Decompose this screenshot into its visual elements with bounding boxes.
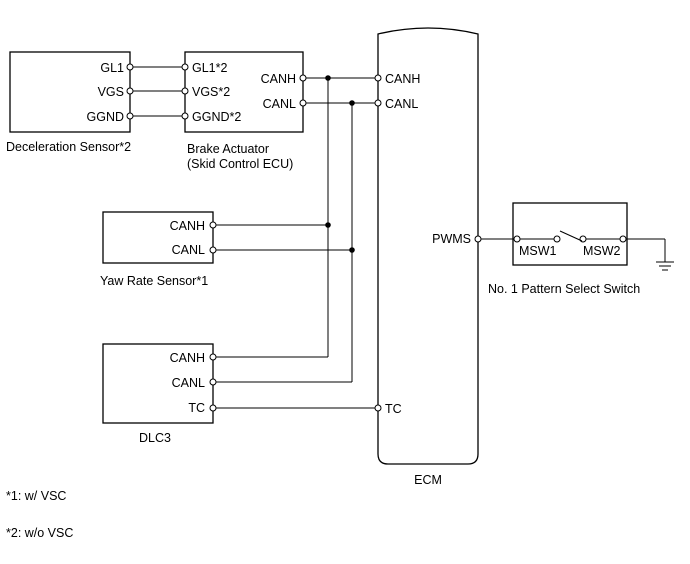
yaw-rate-sensor: CANH CANL Yaw Rate Sensor*1 [100, 211, 214, 288]
dlc3: CANH CANL TC DLC3 [102, 343, 214, 445]
terminal [299, 74, 307, 82]
pattern-select-switch: MSW1 MSW2 No. 1 Pattern Select Switch [488, 202, 640, 296]
switch-contact-left [553, 235, 561, 243]
junction-canl-yaw [349, 247, 355, 253]
terminal [513, 235, 521, 243]
switch-lever [559, 230, 583, 242]
yaw-rate-sensor-box [102, 211, 214, 264]
dlc3-box [102, 343, 214, 424]
ecm-pin-pwms: PWMS [432, 232, 471, 246]
footnote-2: *2: w/o VSC [6, 526, 73, 540]
terminal [181, 63, 189, 71]
brake-actuator-box [184, 51, 304, 133]
dlc3-name: DLC3 [139, 431, 171, 445]
brake-actuator-pin-ggnd: GGND*2 [192, 110, 241, 124]
terminal [209, 353, 217, 361]
junction-canh-top [325, 75, 331, 81]
terminal [209, 404, 217, 412]
terminal [374, 74, 382, 82]
yaw-rate-sensor-pin-canl: CANL [172, 243, 205, 257]
terminal [126, 87, 134, 95]
pattern-select-switch-pin-msw1: MSW1 [519, 244, 557, 258]
brake-actuator-pin-gl1: GL1*2 [192, 61, 227, 75]
footnotes: *1: w/ VSC *2: w/o VSC [6, 489, 73, 540]
deceleration-sensor-pin-ggnd: GGND [87, 110, 125, 124]
junctions [325, 75, 355, 253]
pattern-select-switch-box [512, 202, 628, 266]
switch-contact-right [579, 235, 587, 243]
pattern-select-switch-pin-msw2: MSW2 [583, 244, 621, 258]
ground-icon [656, 261, 674, 271]
terminal [474, 235, 482, 243]
ecm: CANH CANL TC PWMS ECM [377, 27, 479, 487]
deceleration-sensor-pin-vgs: VGS [98, 85, 124, 99]
brake-actuator-name-line1: Brake Actuator [187, 142, 269, 156]
junction-canl-top [349, 100, 355, 106]
brake-actuator-name-line2: (Skid Control ECU) [187, 157, 293, 171]
terminal [619, 235, 627, 243]
terminal [209, 221, 217, 229]
ecm-pin-canl: CANL [385, 97, 418, 111]
footnote-1: *1: w/ VSC [6, 489, 66, 503]
brake-actuator-pin-canh: CANH [261, 72, 296, 86]
yaw-rate-sensor-name: Yaw Rate Sensor*1 [100, 274, 208, 288]
brake-actuator-pin-canl: CANL [263, 97, 296, 111]
yaw-rate-sensor-pin-canh: CANH [170, 219, 205, 233]
deceleration-sensor-name: Deceleration Sensor*2 [6, 140, 131, 154]
terminal [299, 99, 307, 107]
dlc3-pin-canl: CANL [172, 376, 205, 390]
terminal [181, 112, 189, 120]
ecm-box [377, 27, 479, 465]
ecm-name: ECM [414, 473, 442, 487]
dlc3-pin-tc: TC [188, 401, 205, 415]
ecm-pin-tc: TC [385, 402, 402, 416]
junction-canh-yaw [325, 222, 331, 228]
deceleration-sensor-pin-gl1: GL1 [100, 61, 124, 75]
terminal [374, 404, 382, 412]
terminal [126, 63, 134, 71]
dlc3-pin-canh: CANH [170, 351, 205, 365]
terminal [374, 99, 382, 107]
terminals [126, 63, 627, 412]
deceleration-sensor: GL1 VGS GGND Deceleration Sensor*2 [6, 51, 131, 154]
terminal [209, 246, 217, 254]
terminal [209, 378, 217, 386]
terminal [181, 87, 189, 95]
terminal [126, 112, 134, 120]
pattern-select-switch-name: No. 1 Pattern Select Switch [488, 282, 640, 296]
brake-actuator: GL1*2 VGS*2 GGND*2 CANH CANL Brake Actua… [184, 51, 304, 171]
deceleration-sensor-box [9, 51, 131, 133]
ecm-pin-canh: CANH [385, 72, 420, 86]
wires [130, 66, 666, 409]
brake-actuator-pin-vgs: VGS*2 [192, 85, 230, 99]
